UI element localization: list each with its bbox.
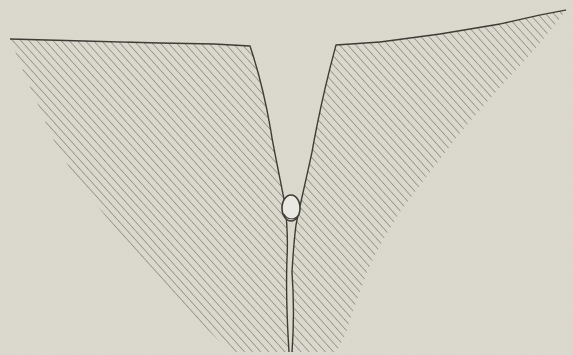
paper-grain <box>0 0 573 355</box>
engraving-plate <box>0 0 573 355</box>
cleft-figure <box>0 0 573 355</box>
